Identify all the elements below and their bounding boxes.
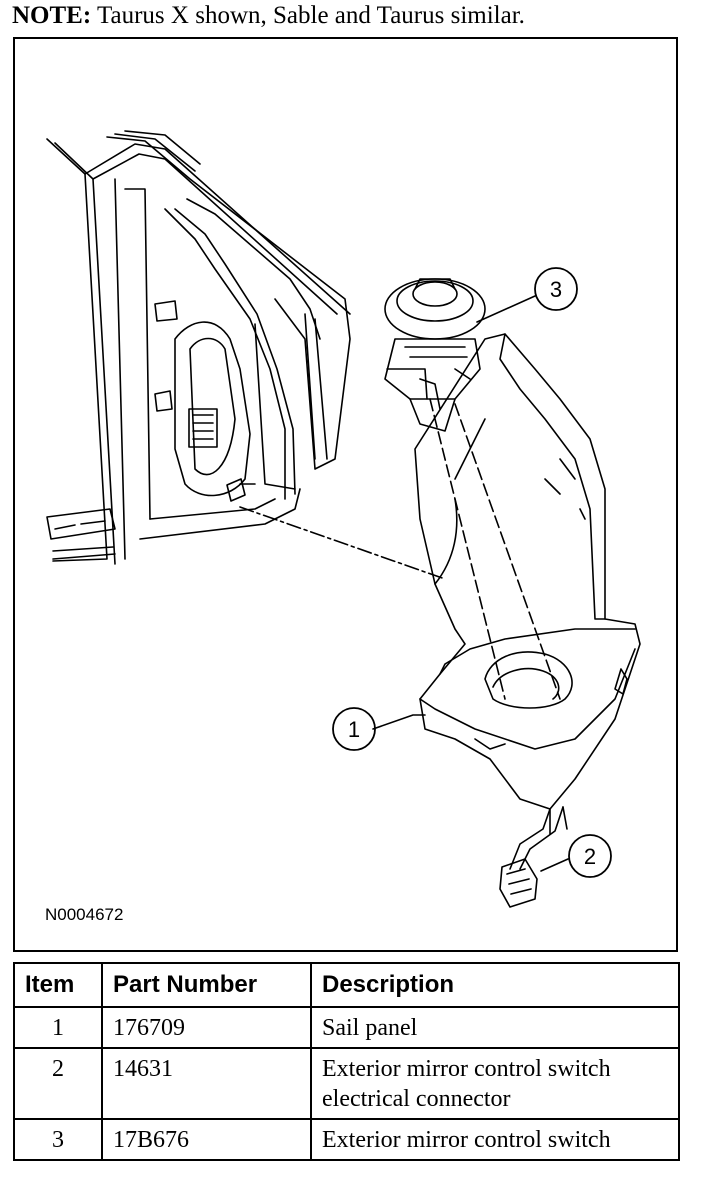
header-item: Item (13, 962, 103, 1008)
header-part-number: Part Number (101, 962, 312, 1008)
row-description: Exterior mirror control switch (310, 1118, 680, 1161)
table-header-row: Item Part Number Description (13, 962, 680, 1008)
row-part-number: 176709 (101, 1006, 312, 1049)
header-description: Description (310, 962, 680, 1008)
note-label: NOTE: (12, 2, 92, 29)
leader-line-clip (239, 506, 446, 580)
alignment-line-b (454, 403, 561, 700)
row-item: 1 (13, 1006, 103, 1049)
mirror-switch-drawing (384, 278, 486, 432)
callout-leaders (372, 295, 569, 872)
callout-3: 3 (550, 277, 562, 302)
connector-drawing (499, 806, 564, 908)
alignment-line-a (429, 398, 506, 700)
parts-table: Item Part Number Description 1 176709 Sa… (13, 962, 680, 1161)
sail-panel-drawing (414, 333, 641, 835)
row-item: 2 (13, 1047, 103, 1120)
row-description: Exterior mirror control switch electrica… (310, 1047, 680, 1120)
door-frame-drawing (46, 130, 351, 565)
row-part-number: 14631 (101, 1047, 312, 1120)
table-row: 1 176709 Sail panel (13, 1006, 680, 1049)
callout-1: 1 (348, 717, 360, 742)
table-row: 3 17B676 Exterior mirror control switch (13, 1118, 680, 1161)
note-text: Taurus X shown, Sable and Taurus similar… (91, 2, 525, 29)
row-description: Sail panel (310, 1006, 680, 1049)
callout-2: 2 (584, 844, 596, 869)
note-line: NOTE: Taurus X shown, Sable and Taurus s… (12, 2, 525, 30)
callout-circles (332, 267, 612, 878)
row-part-number: 17B676 (101, 1118, 312, 1161)
figure-id: N0004672 (45, 905, 124, 924)
row-item: 3 (13, 1118, 103, 1161)
exploded-view-illustration: 1 2 3 (46, 130, 641, 908)
illustration-frame: 1 2 3 N0004672 (13, 37, 678, 952)
table-row: 2 14631 Exterior mirror control switch e… (13, 1047, 680, 1120)
